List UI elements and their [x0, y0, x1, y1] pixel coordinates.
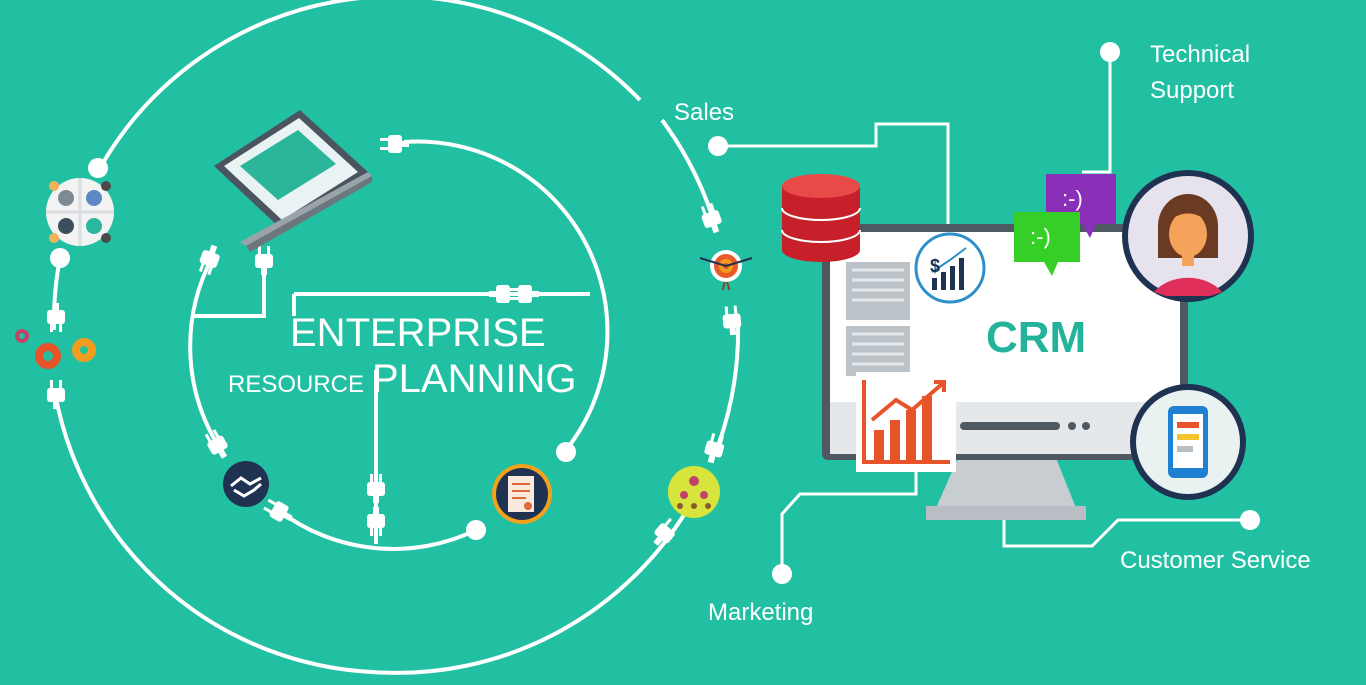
plug-icon — [47, 380, 65, 409]
erp-title-small: RESOURCE — [228, 371, 364, 398]
crm-connector-nodes — [708, 42, 1260, 584]
laptop-icon — [214, 110, 372, 252]
inner-ring — [188, 139, 610, 551]
erp-title-line2: PLANNING — [372, 357, 577, 401]
plug-icon — [47, 303, 65, 332]
plug-icon — [196, 242, 223, 277]
label-marketing: Marketing — [708, 599, 813, 626]
target-icon — [699, 250, 753, 291]
outer-ring-nodes — [50, 158, 108, 268]
gears-icon — [15, 329, 96, 369]
smartphone-icon — [1130, 384, 1246, 500]
inner-ring-nodes — [466, 442, 576, 540]
label-technical-support-1: Technical — [1150, 41, 1250, 68]
chat-face-2: :-) — [1030, 224, 1051, 249]
growth-chart-icon — [856, 372, 956, 472]
label-sales: Sales — [674, 99, 734, 126]
org-chart-icon — [668, 466, 720, 518]
person-avatar-icon — [1122, 170, 1254, 302]
plug-icon — [698, 201, 725, 236]
database-icon — [781, 174, 861, 262]
team-table-icon — [46, 178, 114, 246]
sales-chart-icon — [914, 232, 986, 304]
label-technical-support-2: Support — [1150, 77, 1234, 104]
document-icon — [492, 464, 552, 524]
plug-icon — [255, 246, 273, 275]
plug-icon — [380, 135, 409, 153]
plug-icon — [701, 432, 727, 465]
plug-icon — [261, 496, 296, 527]
chat-bubble-icon — [1014, 174, 1116, 276]
erp-title-line1: ENTERPRISE — [290, 311, 546, 355]
crm-title: CRM — [986, 313, 1086, 362]
plug-icon — [202, 427, 233, 462]
label-customer-service: Customer Service — [1120, 547, 1311, 574]
currency-symbol: $ — [930, 256, 940, 276]
chat-face-1: :-) — [1062, 186, 1083, 211]
crm-connectors — [718, 52, 1250, 574]
handshake-icon — [223, 461, 269, 507]
